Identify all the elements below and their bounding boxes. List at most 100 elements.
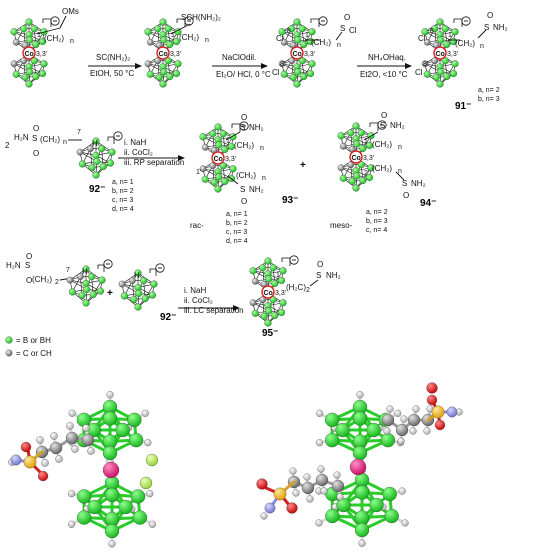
step-label: iii. LC separation: [184, 306, 244, 315]
carbon-atom: [407, 413, 421, 427]
locant-2p: 2': [364, 170, 369, 177]
boron-atom: [380, 432, 396, 448]
cobalt-ring: [433, 46, 447, 60]
boron-atom: [437, 68, 445, 76]
bracket-line: [369, 122, 379, 131]
boron-atom: [443, 40, 451, 49]
boron-atom: [89, 290, 97, 299]
sulfur-label: S: [380, 121, 385, 130]
cobalt-ring: [261, 285, 275, 299]
variant-label: b, n= 3: [478, 96, 500, 103]
chlorine-atom: [139, 476, 153, 490]
amine-label: NH₂: [326, 271, 341, 280]
boron-atom: [93, 157, 101, 165]
compound-label: 93⁻: [282, 195, 298, 206]
oxygen-label: O: [26, 276, 32, 285]
carbon-atom: [431, 57, 439, 65]
boron-atom: [289, 73, 297, 81]
boron-atom: [324, 412, 340, 428]
bracket-line: [453, 18, 463, 27]
bridge-h-label: H: [92, 139, 98, 148]
bond-line: [363, 131, 379, 141]
hydrogen-atom: [398, 487, 406, 495]
variant-label: b, n= 3: [366, 218, 388, 225]
boron-atom: [279, 267, 287, 275]
boron-atom: [166, 72, 174, 81]
sulfur-label: S: [32, 134, 37, 143]
boron-atom: [357, 161, 365, 169]
intermediate-thiouronium: Co3,3'⊖SCH(NH₂)₂(CH₂)n1: [144, 13, 221, 88]
boron-atom: [30, 57, 38, 65]
boron-atom: [348, 177, 356, 185]
boron-atom: [251, 309, 259, 317]
oms-label: OMs: [62, 7, 79, 16]
boron-atom: [365, 141, 374, 150]
locant-1p: 1': [196, 169, 201, 176]
chain-label: (CH₂): [311, 38, 331, 47]
carbon-atom: [280, 38, 288, 46]
boron-atom: [164, 57, 172, 65]
boron-atom: [357, 129, 365, 137]
boron-atom: [30, 25, 38, 33]
boron-atom: [308, 28, 316, 36]
step-label: i. NaH: [184, 286, 206, 295]
boron-atom: [172, 69, 181, 78]
chain-label: (CH₂): [236, 171, 256, 180]
boron-atom: [130, 295, 138, 303]
lower-cage: [278, 50, 316, 88]
upper-cage: [278, 18, 316, 56]
boron-atom: [431, 25, 439, 33]
variant-label: d, n= 4: [226, 238, 248, 245]
oxygen-atom: [256, 478, 268, 490]
boron-atom: [154, 25, 162, 33]
hydrogen-atom: [320, 487, 328, 495]
boron-atom: [449, 69, 458, 78]
boron-atom: [32, 40, 40, 49]
boron-atom: [83, 285, 91, 293]
boron-atom: [436, 80, 444, 88]
locant-1: 1: [37, 32, 41, 39]
boron-atom: [146, 70, 154, 78]
locant-7: 7: [66, 267, 70, 274]
locant-33: 3,3': [36, 51, 47, 58]
boron-atom: [82, 265, 90, 273]
carbon-atom: [288, 57, 296, 65]
oxygen-atom: [426, 394, 438, 406]
arrow-step-2: [212, 63, 268, 69]
sulfonyl-cl-label: Cl: [349, 26, 357, 35]
boron-atom: [148, 291, 156, 299]
cobalt-atom: Co: [433, 46, 447, 60]
boron-atom: [102, 445, 118, 461]
locant-1: 1: [276, 272, 280, 279]
amine-label: H₂N: [14, 133, 29, 142]
amine-label: NH₂: [493, 23, 508, 32]
chain-label: (CH₂): [234, 141, 254, 150]
arrow-complexation: [118, 155, 185, 161]
hydrogen-atom: [71, 445, 79, 453]
chain-index: n: [262, 175, 266, 182]
carbon-atom: [10, 60, 18, 68]
oxygen-label: O: [344, 13, 350, 22]
reagent-label: NH₄OHaq.: [368, 53, 406, 62]
amine-label: H₂N: [6, 261, 21, 270]
oxygen-atom: [20, 441, 32, 453]
cobalt-label: Co: [25, 51, 34, 58]
compound-label: 91⁻: [455, 101, 471, 112]
charge-minus-icon: ⊖: [155, 263, 165, 273]
boron-atom: [365, 173, 374, 182]
bond-line: [309, 279, 319, 287]
carbon-atom: [20, 57, 28, 65]
boron-atom: [339, 174, 347, 182]
conditions-label: EtOH, 50 °C: [90, 69, 134, 78]
reagent-label: SC(NH₂)₂: [96, 53, 130, 62]
sandwich-complex: Co3,3'⊖: [337, 120, 387, 192]
boron-atom: [78, 291, 86, 299]
boron-atom: [443, 72, 451, 81]
nido-cage: [118, 269, 158, 311]
boron-atom: [134, 303, 142, 311]
boron-atom: [87, 499, 102, 515]
boron-atom: [201, 175, 209, 183]
step-label: ii. CoCl₂: [124, 148, 153, 157]
upper-cage: [315, 391, 405, 465]
